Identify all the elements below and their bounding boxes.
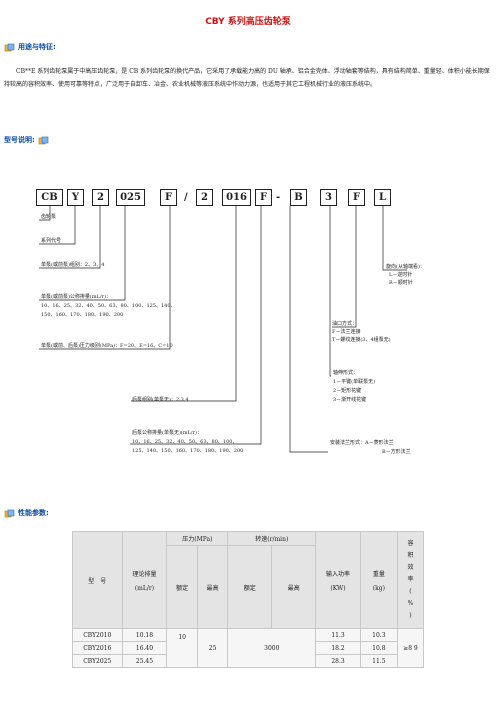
code-box-rear-pressure: F bbox=[255, 189, 272, 206]
header-pressure: 压力(MPa) bbox=[166, 531, 229, 546]
page-title: CBY 系列高压齿轮泵 bbox=[205, 17, 291, 27]
code-box-rear-group: 2 bbox=[196, 189, 213, 206]
label-port-f: F－法兰连接 bbox=[332, 329, 361, 335]
label-shaft-3: 3－渐开线花键 bbox=[333, 397, 367, 403]
header-displacement: 理论排量(mL/r) bbox=[121, 531, 168, 629]
label-group: 单泵(或前泵)组别：2、3、4 bbox=[41, 262, 105, 268]
cell-displacement: 25.45 bbox=[121, 654, 168, 668]
cell-efficiency: ≥8 9 bbox=[396, 628, 425, 668]
header-pressure-rated: 额定 bbox=[166, 545, 198, 629]
intro-paragraph: CB**E 系列齿轮泵属于中高压齿轮泵，是 CB 系列齿轮泵的换代产品，它采用了… bbox=[4, 68, 490, 88]
section-performance-heading: 性能参数: bbox=[4, 508, 49, 518]
code-box-port: F bbox=[348, 189, 365, 206]
section-usage-heading: 用途与特征: bbox=[4, 42, 56, 52]
cell-power: 28.3 bbox=[315, 654, 361, 668]
header-weight: 重量(kg) bbox=[359, 531, 398, 629]
label-shaft-2: 2－矩形花键 bbox=[333, 388, 362, 394]
label-rear-displacement-title: 后泵公称排量(单泵无)(mL/r)： bbox=[132, 430, 202, 436]
header-pressure-max: 最高 bbox=[196, 545, 229, 629]
label-rear-displacement-line1: 10、16、25、32、40、50、63、80、100、 bbox=[132, 439, 238, 445]
header-speed: 转速(r/min) bbox=[227, 531, 317, 546]
cell-model: CBY2025 bbox=[72, 654, 123, 668]
label-displacement-line1: 10、16、25、32、40、50、63、80、100、125、140、 bbox=[41, 303, 176, 309]
cell-model: CBY2016 bbox=[72, 641, 123, 655]
cell-speed-max: 3000 bbox=[227, 628, 317, 668]
cell-model: CBY2010 bbox=[72, 628, 123, 642]
code-separator-slash: / bbox=[184, 192, 188, 203]
section-model-title: 型号说明: bbox=[4, 136, 35, 144]
label-rear-group: 后泵组别(单泵无)：2,3,4 bbox=[132, 397, 189, 403]
cell-displacement: 10.18 bbox=[121, 628, 168, 642]
code-box-mount: B bbox=[290, 189, 307, 206]
label-rotation-l: L－逆时针 bbox=[389, 272, 413, 278]
label-rear-displacement-line2: 125、140、150、160、170、180、190、200 bbox=[132, 448, 244, 454]
code-box-displacement: 025 bbox=[116, 189, 145, 206]
cell-pressure-rated: 10 bbox=[166, 628, 198, 668]
cell-weight: 10.3 bbox=[359, 628, 398, 642]
header-efficiency: 容 积 效 率 ( % ) bbox=[396, 531, 425, 629]
table-row: CBY2010 10.18 10 25 3000 11.3 10.3 ≥8 9 bbox=[72, 628, 425, 668]
code-box-cb: CB bbox=[36, 189, 63, 206]
label-pump: 齿轮泵 bbox=[41, 214, 57, 220]
label-displacement-line2: 150、160、170、180、190、200 bbox=[41, 312, 124, 318]
header-speed-rated: 额定 bbox=[227, 545, 273, 629]
label-shaft-title: 轴伸形式： bbox=[333, 370, 359, 376]
section-performance-title: 性能参数: bbox=[18, 509, 49, 517]
code-box-group: 2 bbox=[92, 189, 109, 206]
cell-power: 18.2 bbox=[315, 641, 361, 655]
label-rotation-title: 旋向(从轴端看)： bbox=[386, 264, 425, 270]
label-mount-a: 安装法兰形式：A－菱形法兰 bbox=[330, 440, 394, 446]
cell-displacement: 16.40 bbox=[121, 641, 168, 655]
label-pressure: 单泵(或前、后泵)压力级别(MPa)：F=20、E=16、C=10 bbox=[41, 343, 173, 349]
section-usage-title: 用途与特征: bbox=[18, 43, 56, 51]
label-displacement-title: 单泵(或前泵)公称排量(mL/r)： bbox=[41, 294, 111, 300]
code-box-shaft: 3 bbox=[320, 189, 337, 206]
label-mount-b: B－方形法兰 bbox=[382, 449, 411, 455]
header-model: 型 号 bbox=[72, 531, 123, 629]
cell-pressure-max: 25 bbox=[196, 628, 229, 668]
code-box-rear-displacement: 016 bbox=[222, 189, 251, 206]
code-box-pressure: F bbox=[160, 189, 177, 206]
cell-power: 11.3 bbox=[315, 628, 361, 642]
book-icon bbox=[4, 43, 15, 51]
header-speed-max: 最高 bbox=[271, 545, 317, 629]
code-box-y: Y bbox=[67, 189, 84, 206]
book-icon bbox=[4, 509, 15, 517]
diagram-leader-lines bbox=[39, 206, 407, 453]
book-icon bbox=[38, 136, 49, 144]
label-shaft-1: 1－平键(单联泵无) bbox=[333, 379, 376, 385]
performance-table: 型 号 理论排量(mL/r) 压力(MPa) 转速(r/min) 输入功率(KW… bbox=[72, 531, 425, 668]
label-port-t: T－螺纹连接(3、4组泵无) bbox=[332, 337, 391, 343]
code-box-rotation: L bbox=[374, 189, 391, 206]
cell-weight: 10.8 bbox=[359, 641, 398, 655]
code-separator-dash: - bbox=[276, 192, 281, 203]
label-series: 系列代号 bbox=[41, 238, 62, 244]
header-power: 输入功率(KW) bbox=[315, 531, 361, 629]
model-code-diagram: CB Y 2 025 F / 2 016 F - B 3 F L 齿轮泵 系列代… bbox=[36, 189, 436, 464]
cell-weight: 11.5 bbox=[359, 654, 398, 668]
section-model-heading: 型号说明: bbox=[4, 135, 49, 145]
label-port-title: 油口方式： bbox=[332, 321, 358, 327]
table-row: CBY2025 25.45 28.3 11.5 bbox=[72, 654, 424, 668]
label-rotation-r: R－顺时针 bbox=[389, 280, 413, 286]
